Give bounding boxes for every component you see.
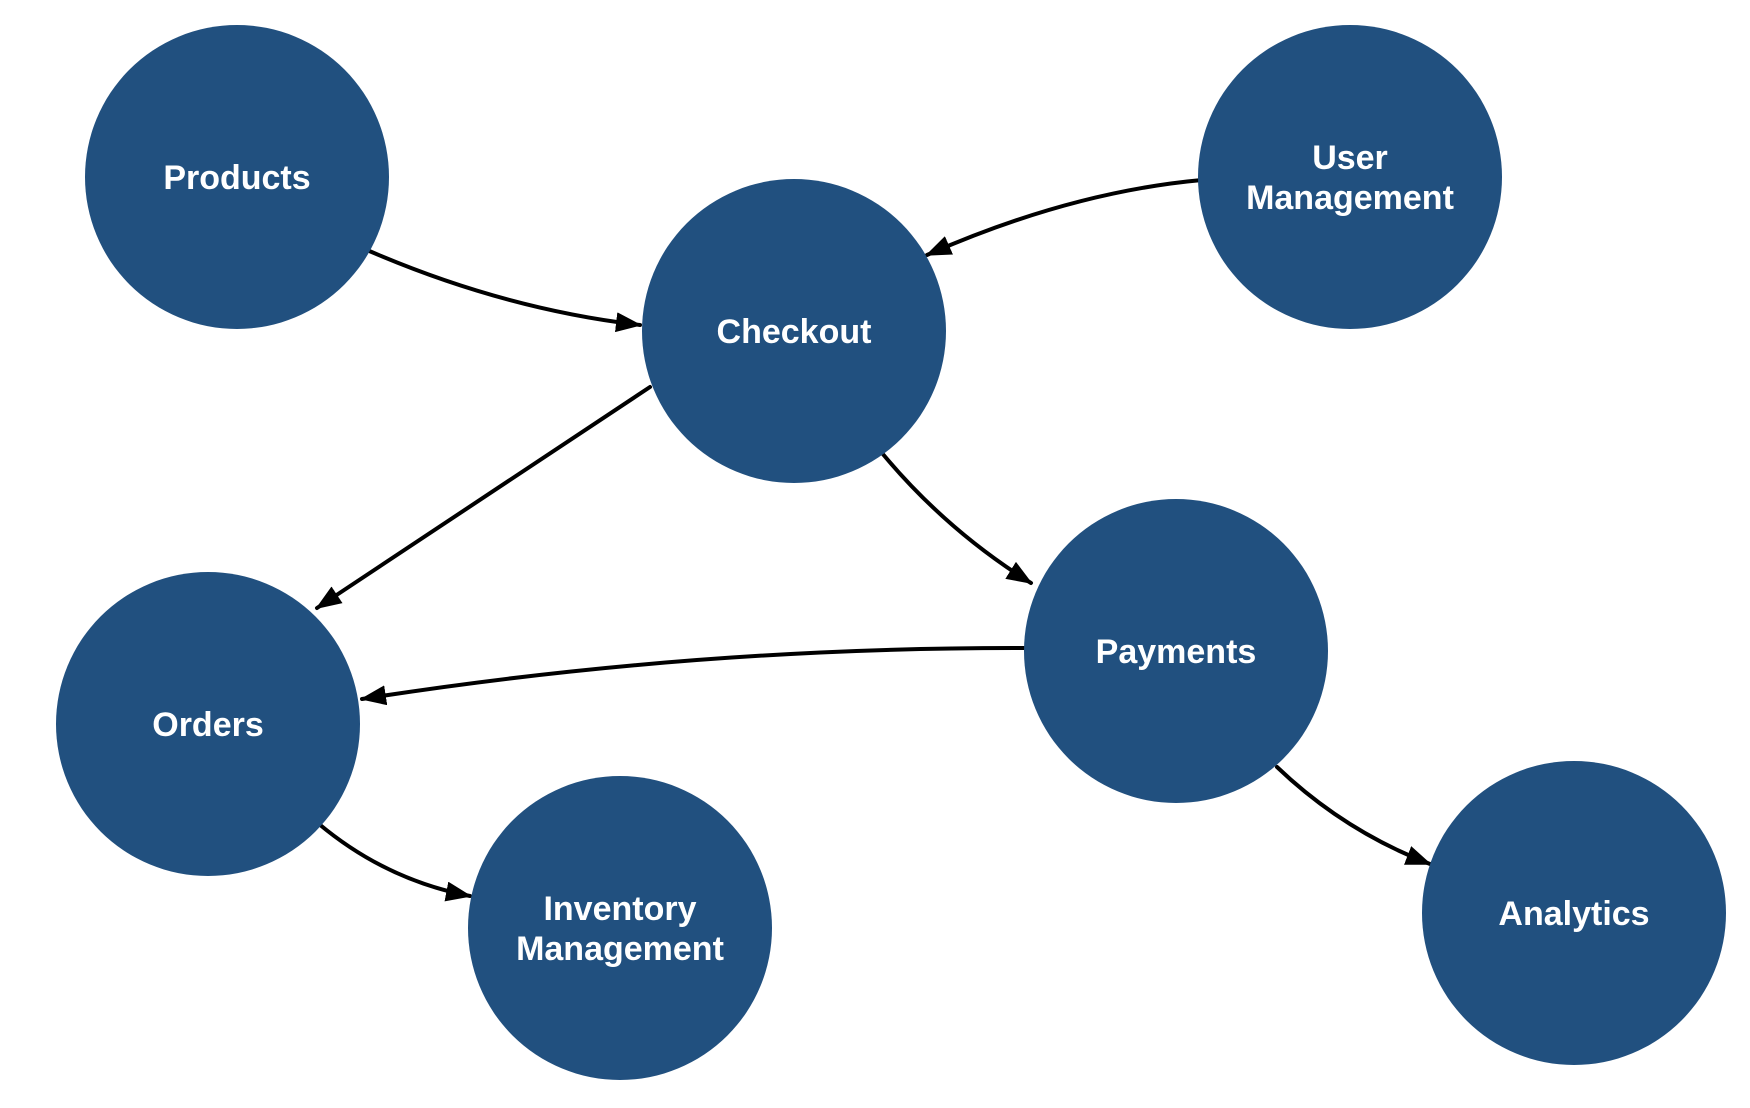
node-products-circle[interactable] xyxy=(85,25,389,329)
node-analytics[interactable]: Analytics xyxy=(1422,761,1726,1065)
node-checkout[interactable]: Checkout xyxy=(642,179,946,483)
node-payments[interactable]: Payments xyxy=(1024,499,1328,803)
node-analytics-circle[interactable] xyxy=(1422,761,1726,1065)
edge-products-to-checkout[interactable] xyxy=(365,248,642,333)
edge-checkout-to-orders[interactable] xyxy=(315,385,652,610)
node-checkout-circle[interactable] xyxy=(642,179,946,483)
node-products[interactable]: Products xyxy=(85,25,389,329)
edge-user-management-to-checkout[interactable] xyxy=(925,178,1204,257)
node-payments-circle[interactable] xyxy=(1024,499,1328,803)
node-user-management-circle[interactable] xyxy=(1198,25,1502,329)
node-orders[interactable]: Orders xyxy=(56,572,360,876)
edge-payments-to-analytics[interactable] xyxy=(1275,765,1432,866)
edge-checkout-to-payments[interactable] xyxy=(880,451,1033,585)
edge-payments-to-orders[interactable] xyxy=(360,645,1029,706)
edges-layer xyxy=(315,178,1432,902)
node-inventory-management-circle[interactable] xyxy=(468,776,772,1080)
node-orders-circle[interactable] xyxy=(56,572,360,876)
edge-orders-to-inventory-management[interactable] xyxy=(317,822,472,902)
